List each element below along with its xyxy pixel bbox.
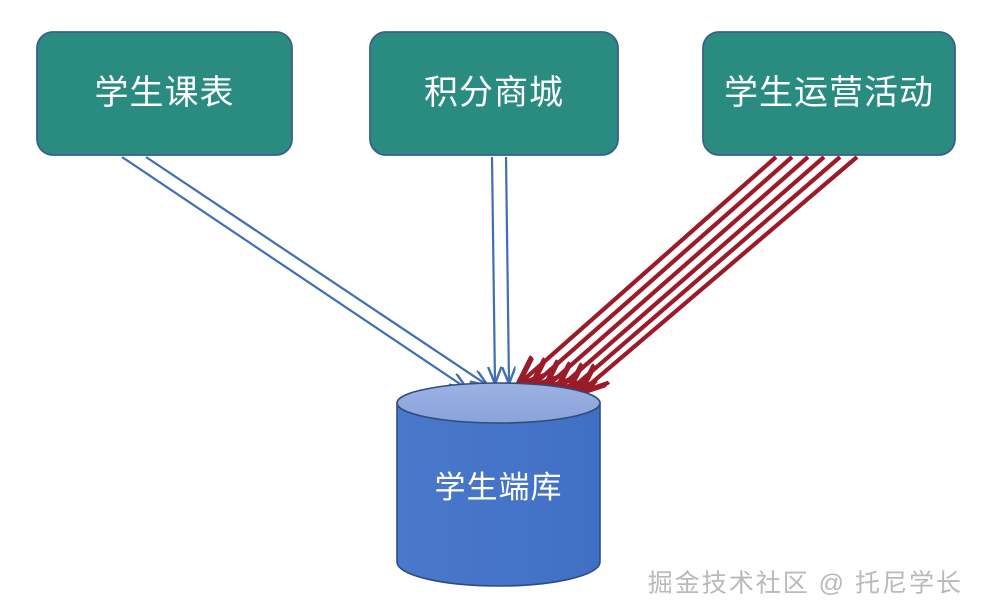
edge-student-operations-to-database (581, 155, 859, 392)
node-student-database[interactable]: 学生端库 (396, 382, 601, 587)
node-box (702, 31, 956, 156)
edge-points-mall-to-database (492, 156, 495, 383)
edge-student-operations-to-database (545, 155, 810, 388)
edge-student-operations-to-database (532, 155, 794, 386)
node-label-student-schedule: 学生课表 (95, 74, 235, 112)
node-points-mall[interactable]: 积分商城 (369, 31, 619, 156)
cylinder-body (396, 402, 601, 587)
cylinder-top (396, 382, 601, 424)
node-label-points-mall: 积分商城 (424, 74, 564, 112)
edge-student-schedule-to-database (145, 156, 487, 385)
edge-student-operations-to-database (557, 155, 826, 390)
node-box (369, 31, 619, 156)
node-student-schedule[interactable]: 学生课表 (36, 31, 293, 156)
node-box (36, 31, 293, 156)
watermark-label: 掘金技术社区 @ 托尼学长 (648, 570, 963, 598)
edge-student-operations-to-database (569, 155, 842, 391)
edge-group (121, 155, 859, 392)
edge-student-schedule-to-database (121, 156, 466, 388)
node-label-student-database: 学生端库 (435, 470, 563, 505)
edge-points-mall-to-database (506, 156, 509, 383)
node-student-operations[interactable]: 学生运营活动 (702, 31, 956, 156)
node-label-student-operations: 学生运营活动 (724, 74, 934, 112)
edge-student-operations-to-database (519, 155, 778, 384)
